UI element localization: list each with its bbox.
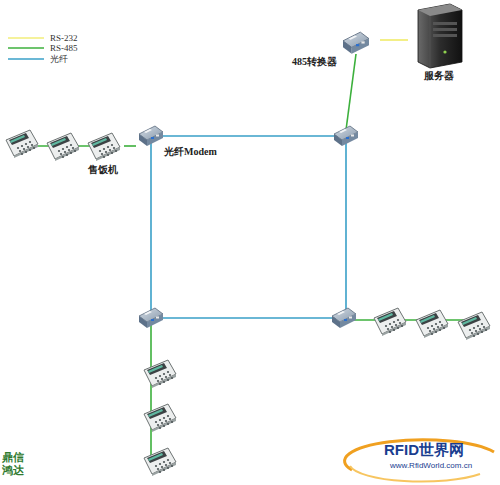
device-label: 光纤Modem — [164, 146, 217, 158]
device-label: 售饭机 — [88, 164, 118, 176]
device-label: 服务器 — [424, 70, 454, 82]
legend-text: RS-232 — [50, 33, 78, 43]
legend-line-sample — [8, 47, 44, 49]
legend-line-sample — [8, 37, 44, 39]
device-label: 485转换器 — [292, 56, 337, 68]
logo-url: www.RfidWorld.com.cn — [390, 461, 472, 470]
rs485-link — [124, 145, 136, 147]
legend-line-sample — [8, 58, 44, 60]
rs232-link — [380, 39, 408, 41]
legend-text: 光纤 — [50, 54, 68, 64]
pos-terminal: 售饭机 — [82, 126, 124, 178]
legend-text: RS-485 — [50, 43, 78, 53]
converter: 485转换器 — [288, 26, 380, 70]
fiber-modem: 光纤Modem — [136, 124, 228, 164]
server: 服务器 — [408, 2, 470, 82]
watermark: 鼎信 鸿达 — [2, 452, 27, 477]
logo-title: RFID世界网 — [384, 441, 464, 458]
